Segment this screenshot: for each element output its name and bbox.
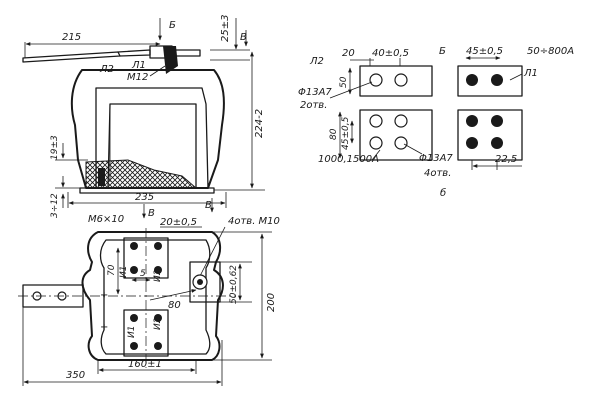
- plate-hole: [369, 73, 383, 87]
- plus-mark-bottom: +: [100, 322, 108, 333]
- plate-4-holes: [359, 109, 433, 161]
- label-i2-bottom: И2: [153, 317, 163, 330]
- dim-215: 215: [62, 32, 81, 43]
- terminal-screw: [130, 242, 138, 250]
- label-i1-bottom: И1: [127, 326, 137, 338]
- plate-hole: [394, 73, 408, 87]
- leader: [371, 149, 381, 161]
- dim-80: 80: [168, 300, 181, 311]
- label-m12: М12: [127, 72, 148, 83]
- terminal-screw: [130, 266, 138, 274]
- leader: [509, 73, 523, 81]
- dim-m6: М6×10: [88, 214, 124, 225]
- dim-225: 22,5: [495, 154, 517, 165]
- mounting-bolt: [98, 168, 105, 186]
- dim-50: 50: [339, 76, 349, 88]
- terminal-screw: [154, 242, 162, 250]
- side-boss: [189, 261, 221, 303]
- section-v-right: В: [205, 200, 212, 211]
- plate-2-holes: [359, 65, 433, 97]
- holes-2: 2отв.: [300, 100, 327, 111]
- label-l1: Л1: [131, 60, 146, 71]
- label-i2-top: И2: [153, 269, 163, 282]
- dim-160: 160±1: [128, 359, 162, 370]
- busbar-arm: [22, 51, 121, 63]
- dim-235: 235: [135, 192, 154, 203]
- dim-5: 5: [140, 269, 146, 279]
- dim-224: 224-2: [254, 109, 265, 138]
- label-l1: Л1: [523, 68, 538, 79]
- terminal-screw: [130, 342, 138, 350]
- dim-40: 40±0,5: [372, 48, 409, 59]
- section-v-label: В: [240, 32, 247, 43]
- rating-top: 50÷800А: [527, 46, 574, 57]
- label-l2: Л2: [309, 56, 324, 67]
- label-i1-top: И1: [119, 266, 129, 278]
- plate-hole: [369, 136, 383, 150]
- plate-bolt: [491, 137, 503, 149]
- plan-view: В В М6×10 20±0,5 4отв. М10 И1 И2 И1: [18, 198, 280, 386]
- terminal-detail: Л2 20 40±0,5 Б 45±0,5 50÷800А Л1 50 Φ13А…: [298, 46, 574, 199]
- section-v-left: В: [148, 208, 155, 219]
- dim-45: 45±0,5: [466, 46, 503, 57]
- dim-45b: 45±0,5: [341, 116, 351, 150]
- plate-bolt: [466, 74, 478, 86]
- dim-25: 25±3: [220, 15, 231, 42]
- section-b: Б: [439, 46, 446, 57]
- terminal-screw: [154, 266, 162, 274]
- leader-holes: [199, 226, 226, 277]
- dim-80-line: [149, 289, 197, 301]
- terminal-screw: [154, 314, 162, 322]
- plate-bolt: [491, 115, 503, 127]
- detail-caption: б: [440, 187, 446, 199]
- leader-phi-bottom: [403, 143, 423, 155]
- dim-50: 50±0,62: [229, 265, 239, 304]
- terminal-screw: [154, 342, 162, 350]
- rating-bottom: 1000,1500А: [318, 154, 379, 165]
- plate-rated-large: [457, 109, 523, 161]
- plate-hole: [369, 114, 383, 128]
- busbar-arm-link: [117, 49, 151, 57]
- dim-20: 20: [342, 48, 355, 59]
- dim-70: 70: [107, 264, 117, 276]
- dim-holes: 4отв. М10: [228, 216, 280, 227]
- dim-80: 80: [329, 128, 339, 140]
- front-view: 215 Б Л2 Л1 М12 25±3 В: [22, 15, 265, 218]
- plate-rated: [457, 65, 523, 97]
- mounting-hole-core: [197, 279, 203, 285]
- dim-3: 3÷12: [50, 193, 60, 218]
- plan-inner-outline: [99, 239, 211, 355]
- plate-hole: [394, 136, 408, 150]
- terminal-l2-plate: [173, 49, 201, 57]
- base-plate: [79, 187, 215, 194]
- section-b: Б: [169, 20, 176, 31]
- leader-phi-top: [329, 81, 373, 99]
- plus-mark-left: +: [100, 290, 108, 301]
- phi-bottom: Φ13А7: [419, 153, 453, 164]
- plate-bolt: [466, 137, 478, 149]
- plate-hole: [394, 114, 408, 128]
- dim-200: 200: [266, 293, 277, 312]
- terminal-screw: [130, 314, 138, 322]
- plate-bolt: [491, 74, 503, 86]
- dim-19: 19±3: [50, 135, 60, 160]
- plate-bolt: [466, 115, 478, 127]
- dim-20: 20±0,5: [160, 217, 197, 228]
- dim-350: 350: [66, 370, 85, 381]
- phi-top: Φ13А7: [298, 87, 332, 98]
- holes-4: 4отв.: [424, 168, 451, 179]
- terminal-dark: [163, 46, 178, 74]
